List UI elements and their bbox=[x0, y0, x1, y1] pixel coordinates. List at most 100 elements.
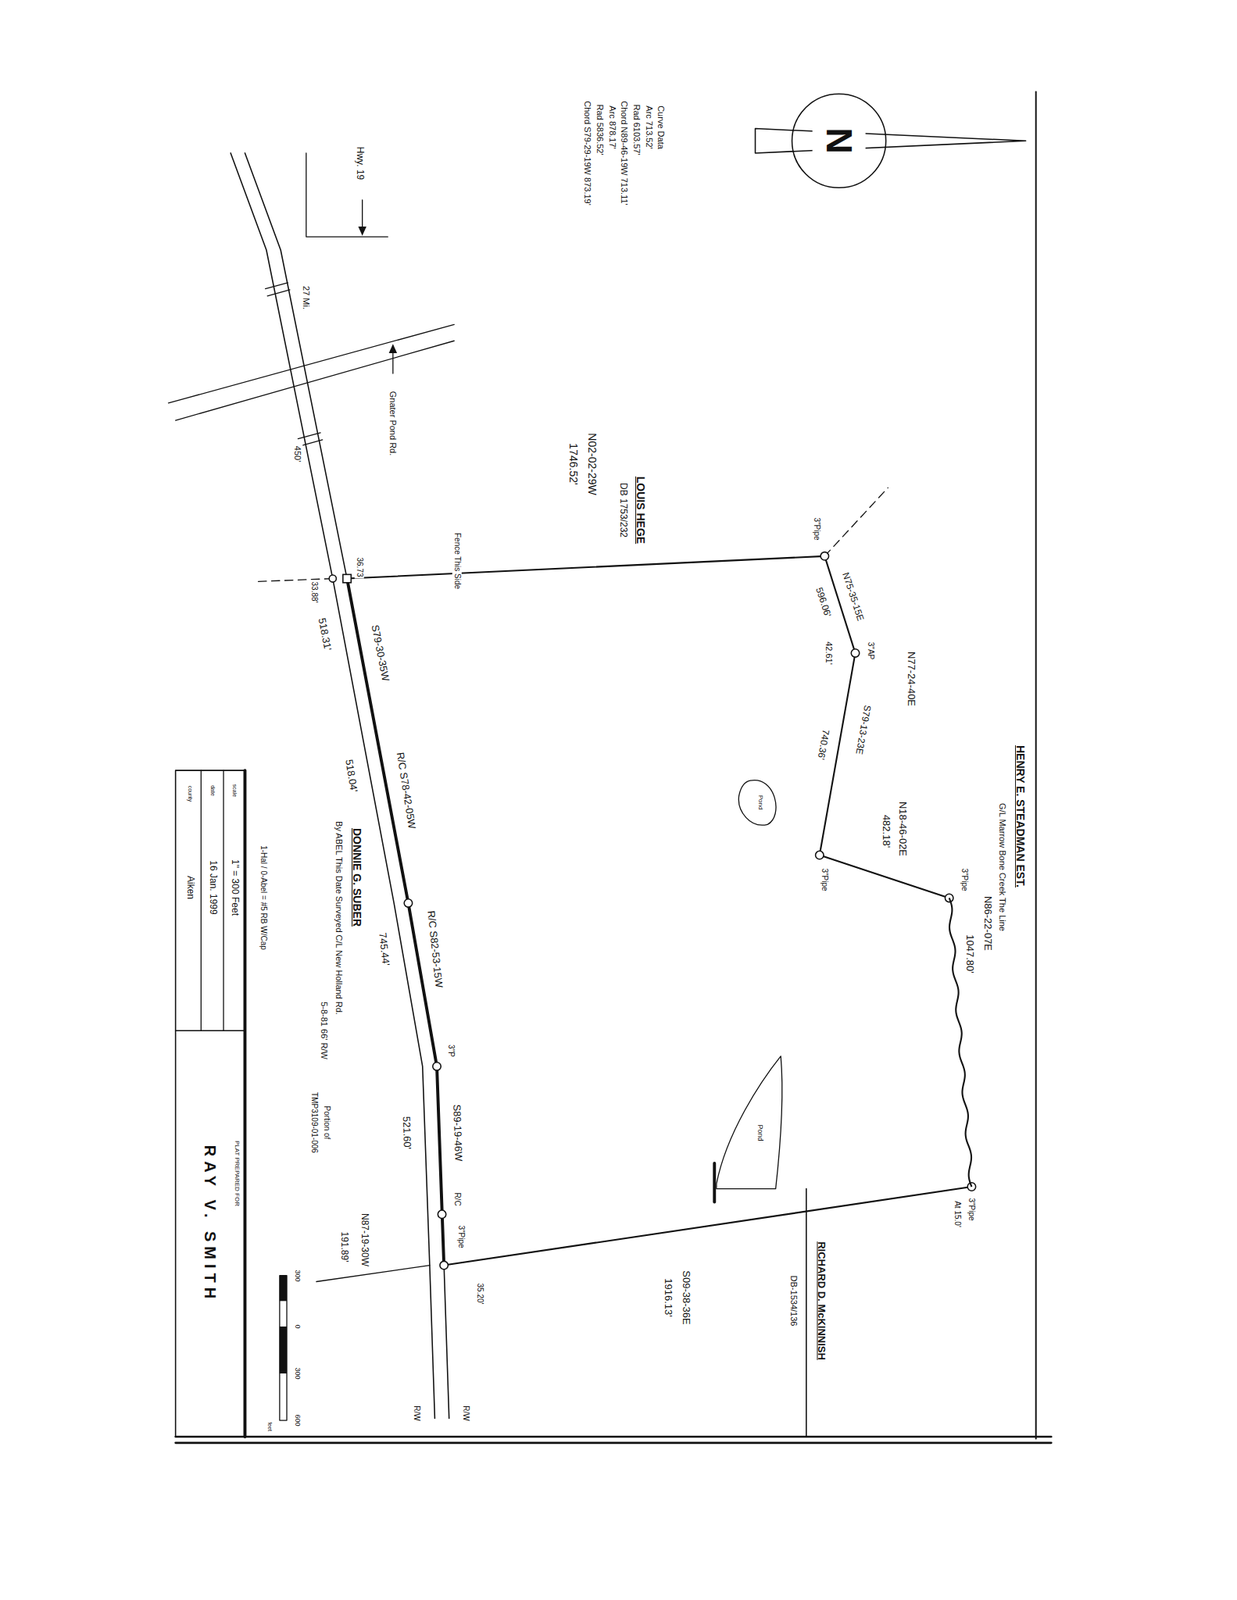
frame-line bbox=[175, 1442, 1052, 1445]
plat-label: 300 bbox=[293, 1268, 302, 1284]
plat-label: 521.60' bbox=[400, 1114, 414, 1152]
road-line bbox=[175, 340, 455, 421]
plat-label: 596.06' bbox=[812, 584, 834, 620]
plat-label: 518.31' bbox=[315, 615, 334, 654]
plat-label: Arc 878.17' bbox=[607, 104, 618, 151]
plat-label: 1047.80' bbox=[963, 933, 976, 975]
plat-label: Pond bbox=[756, 1122, 765, 1143]
plat-label: R/C bbox=[452, 1190, 462, 1208]
plat-label: Pond bbox=[756, 793, 764, 812]
plat-label: R/W bbox=[411, 1404, 422, 1423]
plat-label: By ABEL This Date Surveyed C/L New Holla… bbox=[333, 820, 344, 1018]
plat-label: 450' bbox=[293, 444, 304, 464]
plat-label: S89-19-46W bbox=[450, 1102, 465, 1163]
plat-label: DB-1534/136 bbox=[789, 1274, 800, 1329]
plat-label: feet bbox=[266, 1420, 273, 1434]
plat-label: RICHARD D. McKINNISH bbox=[815, 1240, 828, 1363]
north-arrow bbox=[755, 128, 1027, 154]
plat-label: 482.18' bbox=[879, 813, 892, 850]
plat-label: 5-8-81 66' R/W bbox=[319, 1000, 330, 1062]
plat-label: G/L Marrow Bone Creek The Line bbox=[997, 801, 1008, 934]
plat-label: Rad 5836.52' bbox=[595, 102, 606, 157]
title-block-line bbox=[222, 770, 224, 1031]
plat-label: 27 Mi. bbox=[301, 284, 312, 312]
frame-line bbox=[1035, 92, 1037, 1440]
arrowhead bbox=[357, 226, 366, 236]
dashed-line bbox=[316, 1265, 430, 1283]
boundary-line bbox=[819, 556, 950, 899]
plat-label: 1" = 300 Feet bbox=[228, 858, 240, 918]
plat-label: LOUIS HEGE bbox=[634, 475, 648, 546]
plat-label: N77-24-40E bbox=[905, 649, 918, 708]
plat-label: 1-Hal / 0-Abel = #5 RB W/Cap bbox=[258, 844, 269, 953]
plat-label: 1746.52' bbox=[567, 442, 580, 487]
plat-label: 3"Pipe bbox=[820, 866, 830, 893]
north-arrow bbox=[812, 114, 866, 168]
plat-label: At 15.0' bbox=[952, 1199, 962, 1230]
frame-line bbox=[175, 1436, 1052, 1439]
road-line bbox=[306, 153, 388, 237]
plat-label: 3"Pipe bbox=[457, 1223, 467, 1250]
pipe-marker bbox=[403, 899, 412, 908]
plat-label: S79-13-23E bbox=[852, 702, 873, 757]
plat-label: DONNIE G. SUBER bbox=[350, 826, 364, 929]
title-block bbox=[175, 770, 246, 1438]
boundary-line bbox=[346, 556, 825, 580]
plat-label: S79-30-35W bbox=[368, 622, 391, 684]
plat-label: 16 Jan. 1999 bbox=[207, 859, 219, 917]
plat-label: 3"Pipe bbox=[960, 866, 970, 893]
plat-label: R/C S82-53-15W bbox=[425, 908, 446, 991]
plat-label: S09-38-36E bbox=[679, 1269, 692, 1327]
plat-label: Chord N89-46-19W 713.11' bbox=[619, 99, 630, 207]
plat-label: Fence This Side bbox=[452, 531, 462, 591]
plat-label: 3"AP bbox=[865, 640, 876, 662]
plat-label: PLAT PREPARED FOR bbox=[232, 1139, 240, 1209]
pipe-marker bbox=[850, 649, 859, 658]
pond bbox=[716, 1056, 783, 1190]
plat-label: Gnater Pond Rd. bbox=[388, 389, 399, 458]
road-line bbox=[168, 324, 455, 404]
plat-label: N86-22-07E bbox=[982, 894, 994, 953]
north-letter: N bbox=[821, 126, 858, 156]
plat-label: 745.44' bbox=[375, 930, 392, 969]
plat-label: Rad 6103.57' bbox=[632, 102, 643, 157]
pond bbox=[738, 780, 776, 826]
hash-mark bbox=[297, 432, 321, 440]
plat-label: scale bbox=[231, 782, 238, 799]
plat-label: Curve Data bbox=[656, 103, 667, 151]
pipe-marker bbox=[820, 552, 829, 561]
plat-label: 600 bbox=[293, 1413, 302, 1429]
plat-label: Hwy. 19 bbox=[353, 145, 365, 182]
plat-label: N87-19-30W bbox=[358, 1211, 370, 1269]
pipe-marker bbox=[437, 1210, 446, 1219]
plat-label: 0 bbox=[293, 1322, 302, 1330]
road-line bbox=[230, 153, 435, 1420]
plat-label: 3"P bbox=[446, 1043, 457, 1059]
scale-bar bbox=[279, 1276, 287, 1421]
pipe-marker bbox=[439, 1261, 448, 1270]
plat-label: Arc 713.52' bbox=[643, 104, 655, 151]
scale-bar bbox=[279, 1276, 287, 1302]
title-block-line bbox=[200, 770, 202, 1031]
pipe-marker bbox=[343, 574, 351, 583]
plat-label: date bbox=[209, 783, 216, 798]
plat-label: HENRY E. STEADMAN EST. bbox=[1014, 743, 1027, 890]
arrowhead bbox=[389, 343, 397, 354]
plat-label: 740.36' bbox=[814, 727, 831, 763]
title-block-line bbox=[175, 1029, 246, 1032]
plat-label: DB 1753/232 bbox=[617, 481, 629, 540]
plat-label: RAY V. SMITH bbox=[200, 1144, 219, 1305]
plat-label: 36.73 bbox=[354, 556, 365, 580]
plat-label: 518.04' bbox=[342, 757, 360, 795]
plat-label: Aiken bbox=[184, 874, 196, 901]
plat-label: 3"Pipe bbox=[967, 1196, 977, 1223]
plat-label: Chord S79-29-19W 873.19' bbox=[582, 99, 594, 208]
dashed-line bbox=[255, 579, 333, 583]
pipe-marker bbox=[432, 1062, 441, 1071]
dashed-line bbox=[824, 487, 888, 557]
plat-label: R/C S78-42-05W bbox=[393, 750, 418, 832]
road-line bbox=[244, 153, 449, 1420]
plat-label: 3"Pipe bbox=[811, 515, 822, 542]
